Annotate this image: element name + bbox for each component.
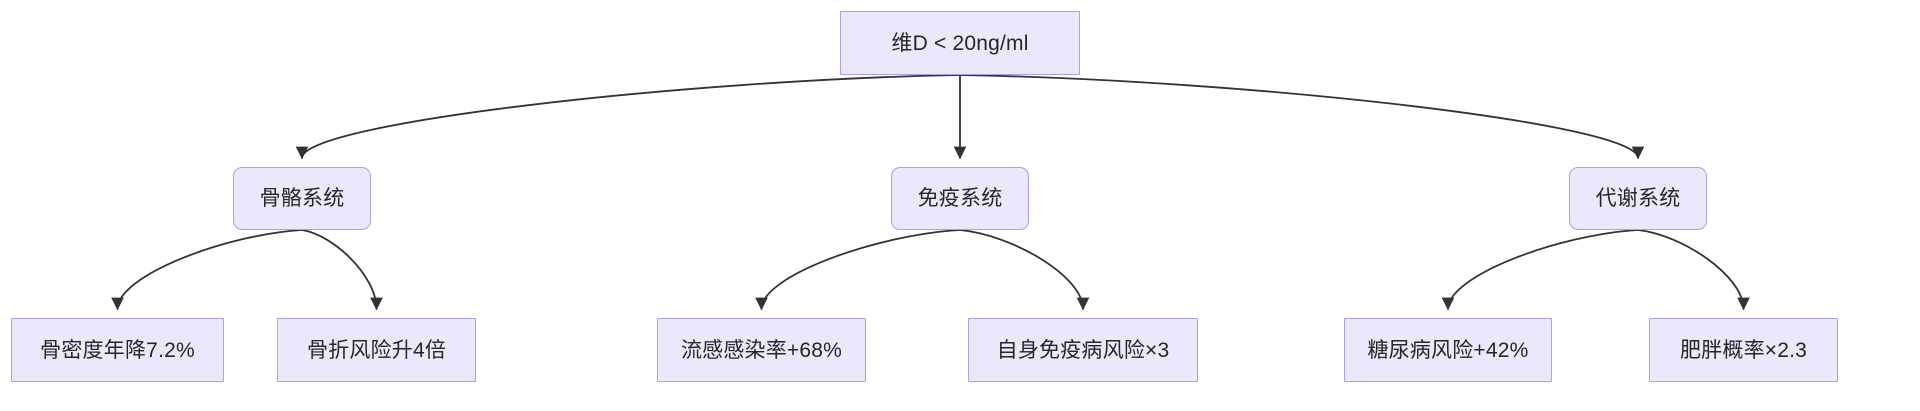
node-bone-density[interactable]: 骨密度年降7.2% (11, 318, 224, 382)
node-metabolic-system[interactable]: 代谢系统 (1569, 167, 1707, 230)
node-obesity-odds[interactable]: 肥胖概率×2.3 (1649, 318, 1838, 382)
node-immune-system-label: 免疫系统 (917, 187, 1003, 210)
edge-metabolic-to-obesity-odds (1637, 229, 1750, 311)
edge-metabolic-to-diabetes-risk (1441, 229, 1639, 311)
node-fracture-risk[interactable]: 骨折风险升4倍 (277, 318, 476, 382)
node-root-label: 维D < 20ng/ml (891, 31, 1029, 55)
node-autoimmune-risk-label: 自身免疫病风险×3 (996, 338, 1170, 362)
node-autoimmune-risk[interactable]: 自身免疫病风险×3 (968, 318, 1198, 382)
node-bone-density-label: 骨密度年降7.2% (40, 338, 195, 362)
node-diabetes-risk[interactable]: 糖尿病风险+42% (1344, 318, 1552, 382)
node-immune-system[interactable]: 免疫系统 (891, 167, 1029, 230)
edge-skeletal-to-fracture-risk (301, 229, 383, 311)
edge-immune-to-autoimmune (959, 229, 1090, 311)
node-skeletal-system-label: 骨骼系统 (259, 187, 345, 210)
node-fracture-risk-label: 骨折风险升4倍 (306, 338, 447, 362)
node-skeletal-system[interactable]: 骨骼系统 (233, 167, 371, 230)
node-diabetes-risk-label: 糖尿病风险+42% (1367, 338, 1529, 362)
edge-root-to-skeletal (295, 74, 961, 160)
edge-root-to-metabolic (959, 74, 1645, 160)
edge-skeletal-to-bone-density (111, 229, 303, 311)
node-obesity-odds-label: 肥胖概率×2.3 (1679, 338, 1808, 362)
edge-immune-to-flu-infection (755, 229, 961, 311)
node-flu-infection-label: 流感感染率+68% (680, 338, 843, 362)
node-metabolic-system-label: 代谢系统 (1595, 187, 1681, 210)
node-flu-infection[interactable]: 流感感染率+68% (657, 318, 866, 382)
node-root[interactable]: 维D < 20ng/ml (840, 11, 1080, 75)
